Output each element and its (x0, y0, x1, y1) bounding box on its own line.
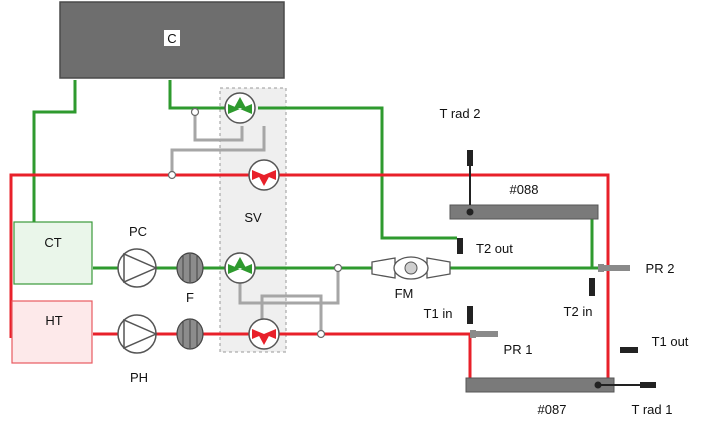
cold-pump-label: PC (129, 224, 147, 239)
pr2-label: PR 2 (646, 261, 675, 276)
flow-meter-icon (371, 256, 451, 280)
radiator-top-label: #088 (510, 182, 539, 197)
pump-icon (117, 248, 158, 288)
filter-label: F (186, 290, 194, 305)
t-rad-1-label: T rad 1 (632, 402, 673, 417)
three-way-valve-red-icon (248, 318, 280, 350)
filter-icon (176, 318, 204, 350)
controller-label: C (167, 31, 176, 46)
t1-out-label: T1 out (652, 334, 689, 349)
hot-tank-label: HT (45, 313, 62, 328)
filter-icon (176, 252, 204, 284)
radiator-top (449, 204, 599, 220)
control-lines (170, 108, 340, 334)
t2-out-label: T2 out (476, 241, 513, 256)
sensor-probe-icon (620, 347, 638, 353)
t1-in-label: T1 in (424, 306, 453, 321)
radiator-bottom (465, 377, 615, 393)
three-way-valve-red-icon (248, 159, 280, 191)
cold-tank-label: CT (44, 235, 61, 250)
radiator-bottom-label: #087 (538, 402, 567, 417)
sensor-probe-icon (589, 278, 595, 296)
t2-in-label: T2 in (564, 304, 593, 319)
controller-label-bg (164, 30, 180, 46)
three-way-valve-green-icon (224, 252, 256, 284)
pressure-sensor-icon (598, 264, 630, 272)
sensor-probe-icon (467, 306, 473, 324)
three-way-valve-green-icon (224, 92, 256, 124)
flow-meter-label: FM (395, 286, 414, 301)
junction-dots (167, 107, 343, 339)
pr1-label: PR 1 (504, 342, 533, 357)
radiator-top-node (466, 208, 474, 216)
switch-valve-panel (219, 87, 287, 353)
hot-tank (11, 300, 93, 364)
pressure-sensor-icon (470, 330, 498, 338)
hot-pump-label: PH (130, 370, 148, 385)
sensor-probe-icon (467, 150, 473, 205)
cold-tank (13, 221, 93, 285)
pump-icon (117, 314, 158, 354)
sensor-probe-icon (457, 238, 463, 254)
t-rad-2-label: T rad 2 (440, 106, 481, 121)
sensor-probe-icon (598, 382, 656, 388)
switch-valve-label: SV (244, 210, 262, 225)
